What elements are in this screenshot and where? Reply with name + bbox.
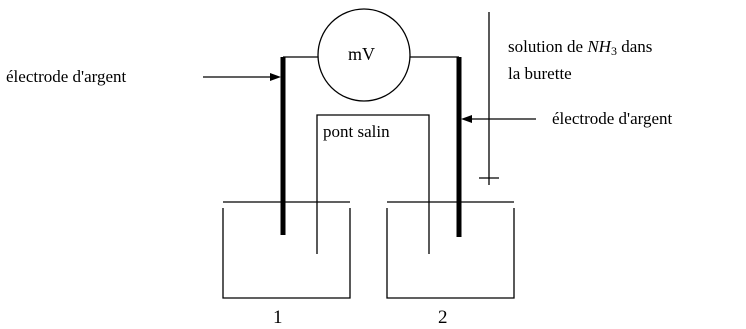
millivoltmeter-label: mV (348, 44, 375, 64)
right-electrode-label: électrode d'argent (552, 109, 673, 128)
burette-label-post: dans (616, 37, 653, 56)
right-arrowhead (461, 115, 472, 123)
beaker-2 (386, 201, 515, 299)
salt-bridge-label: pont salin (323, 122, 390, 141)
burette-label: solution de NH3 dans (508, 36, 652, 62)
burette-label-line2: la burette (508, 64, 572, 83)
beaker-2-number: 2 (438, 307, 448, 328)
burette-label-pre: solution de (508, 37, 588, 56)
burette-formula-subscript: 3 (610, 44, 617, 58)
burette-formula: NH (587, 37, 611, 56)
left-arrowhead (270, 73, 281, 81)
salt-bridge (316, 114, 430, 254)
left-electrode-label: électrode d'argent (6, 67, 127, 86)
millivoltmeter (317, 8, 411, 102)
beaker-1 (222, 201, 351, 299)
beaker-1-number: 1 (273, 307, 283, 328)
